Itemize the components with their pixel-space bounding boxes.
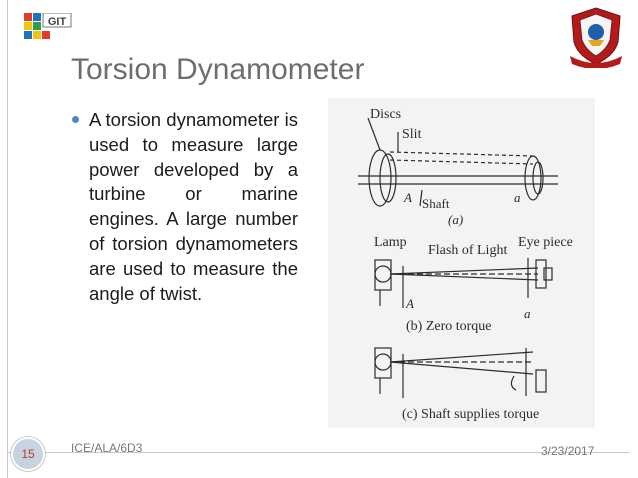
label-slit: Slit: [402, 127, 422, 142]
footer-divider: [8, 452, 630, 453]
diagram-part-a: [358, 117, 558, 207]
label-discs: Discs: [370, 107, 401, 122]
label-shaft: Shaft: [422, 196, 450, 211]
diagram-part-b: [374, 258, 553, 308]
diagram-part-c: [374, 347, 547, 398]
label-b-a-lower: a: [524, 306, 531, 321]
gti-logo: GIT: [24, 13, 72, 39]
label-a-upper: A: [403, 190, 412, 205]
slide-title: Torsion Dynamometer: [71, 53, 365, 86]
svg-text:GIT: GIT: [48, 16, 67, 28]
footer-date: 3/23/2017: [541, 444, 595, 458]
bullet-text: A torsion dynamometer is used to measure…: [89, 109, 298, 304]
label-flash: Flash of Light: [428, 243, 507, 258]
label-a-lower: a: [514, 190, 521, 205]
label-shaft-torque: (c) Shaft supplies torque: [402, 407, 539, 422]
left-divider: [7, 0, 8, 478]
label-b-a-upper: A: [405, 296, 414, 311]
slide-number: 15: [11, 437, 45, 471]
university-seal: [570, 7, 622, 68]
torsion-dynamometer-diagram: Discs Slit Shaft A a (a) Lamp Flash of L…: [328, 98, 595, 428]
label-eye-piece: Eye piece: [518, 235, 573, 250]
label-zero-torque: (b) Zero torque: [406, 319, 492, 334]
label-part-a: (a): [448, 212, 463, 227]
footer-text: ICE/ALA/6D3: [71, 441, 143, 455]
label-lamp: Lamp: [374, 235, 407, 250]
bullet-item: A torsion dynamometer is used to measure…: [72, 108, 298, 306]
bullet-dot: [72, 116, 79, 123]
